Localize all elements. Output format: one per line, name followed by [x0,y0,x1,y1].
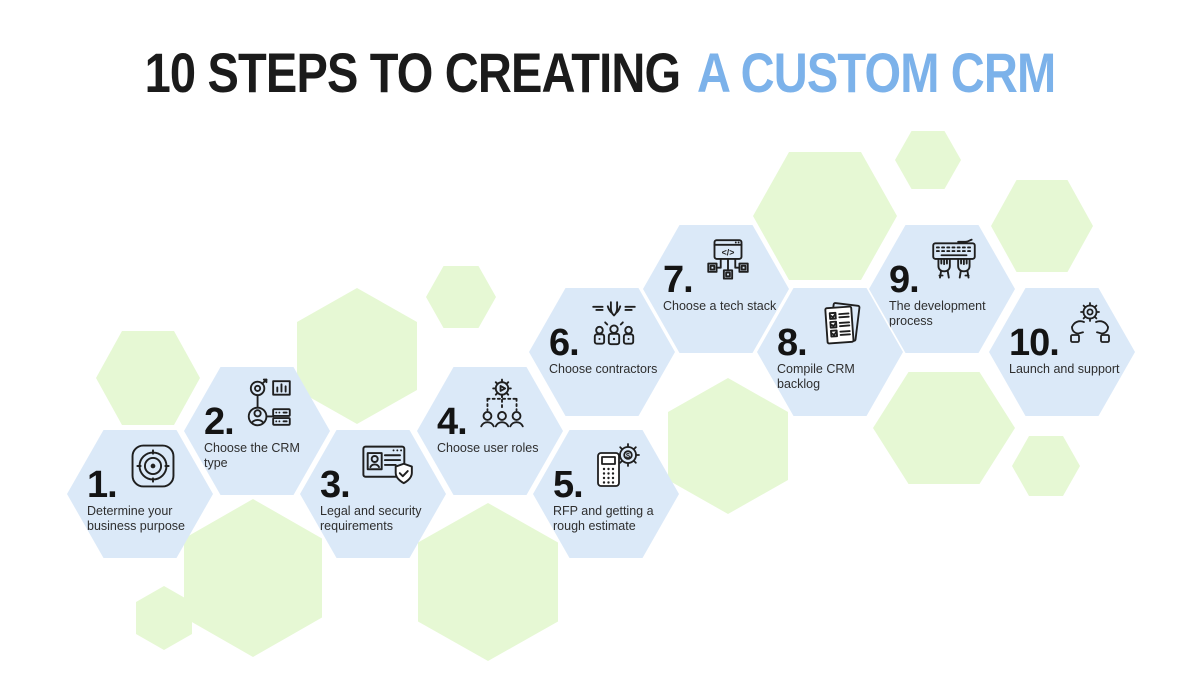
step-5-hexagon: 5. $ RFP and getting a rough estimate [533,430,679,558]
page-title: 10 STEPS TO CREATING A CUSTOM CRM [96,40,1104,105]
step-label: Compile CRM backlog [777,362,855,392]
title-blue-part: A CUSTOM CRM [697,41,1056,104]
step-6-hexagon: 6. Choose contractors [529,288,675,416]
decor-hexagon [136,586,192,650]
step-label: The development process [889,299,986,329]
decor-hexagon [873,372,1015,484]
step-number: 10. [1009,321,1060,364]
step-label: Determine your business purpose [87,504,185,534]
checklist-icon [824,302,861,345]
step-number: 4. [437,400,468,443]
step-number: 5. [553,463,584,506]
step-number: 9. [889,258,920,301]
step-label: Choose the CRM type [204,441,300,471]
hand-picking-contractors-icon [591,301,636,346]
decor-hexagon [418,503,558,661]
crm-type-icon [247,378,291,427]
step-label: Choose user roles [437,441,539,455]
decor-hexagon [753,152,897,280]
step-10-hexagon: 10. Launch and support [989,288,1135,416]
step-label: Choose a tech stack [663,299,777,313]
step-label: Launch and support [1009,362,1120,376]
keyboard-typing-icon [931,238,976,279]
step-label: Choose contractors [549,362,658,376]
step-4-hexagon: 4. Choose user roles [417,367,563,495]
decor-hexagon [1012,436,1080,496]
decor-hexagon [991,180,1093,272]
title-black-part: 10 STEPS TO CREATING [144,41,681,104]
svg-text:</>: </> [721,247,734,257]
step-label: RFP and getting a rough estimate [553,504,654,534]
step-number: 7. [663,258,694,301]
step-number: 6. [549,321,580,364]
decor-hexagon [895,131,961,189]
step-number: 8. [777,321,808,364]
step-number: 1. [87,463,118,506]
step-2-hexagon: 2. Choose the CRM type [184,367,330,495]
target-icon [131,444,175,488]
legal-security-icon [362,445,413,485]
user-roles-icon [479,378,524,428]
decor-hexagon [96,331,200,425]
step-label: Legal and security requirements [320,504,422,534]
decor-hexagon [668,378,788,514]
step-7-hexagon: 7. </> Choose a tech stack [643,225,789,353]
decor-hexagon [184,499,322,657]
code-window-stack-icon: </> [707,239,749,280]
decor-hexagon [426,266,496,328]
decor-hexagon [297,288,417,424]
hands-holding-gear-icon [1069,302,1110,343]
step-number: 2. [204,400,235,443]
estimate-calculator-icon: $ [596,443,640,487]
step-number: 3. [320,463,351,506]
svg-text:$: $ [626,451,631,460]
